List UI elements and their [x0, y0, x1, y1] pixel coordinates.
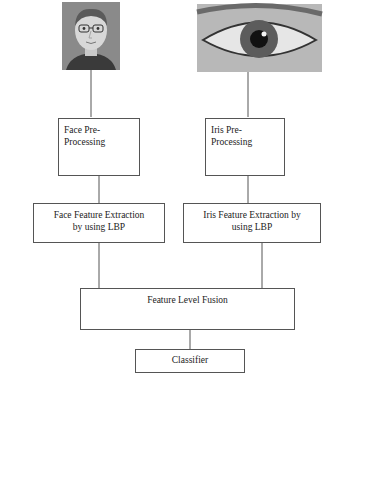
- box-label: Face Feature Extraction by using LBP: [48, 210, 150, 234]
- process-box: Face Feature Extraction by using LBP: [33, 203, 165, 243]
- leader-line: [91, 70, 92, 117]
- process-box: Face Pre-Processing: [58, 118, 140, 176]
- connector: [262, 243, 263, 288]
- mouth: [86, 42, 96, 44]
- connector: [99, 176, 100, 203]
- glasses-bridge: [89, 28, 93, 29]
- photo-ground: [62, 2, 120, 70]
- box-label: Iris Pre-Processing: [211, 125, 279, 149]
- process-box: Classifier: [135, 349, 245, 373]
- hair: [75, 9, 107, 26]
- leader-line: [248, 72, 249, 117]
- process-box: Iris Feature Extraction by using LBP: [183, 203, 321, 243]
- eye-right: [97, 27, 100, 30]
- box-label: Face Pre-Processing: [64, 125, 134, 149]
- process-box: Iris Pre-Processing: [205, 118, 285, 176]
- eye-left: [83, 27, 86, 30]
- eye-photo: [197, 4, 322, 72]
- connector: [248, 176, 249, 203]
- nose: [89, 31, 92, 38]
- box-label: Feature Level Fusion: [89, 295, 286, 307]
- photo-ground: [197, 4, 322, 72]
- process-box: Feature Level Fusion: [80, 288, 295, 330]
- iris: [240, 20, 278, 58]
- glasses-left: [79, 25, 89, 32]
- connector: [190, 330, 191, 349]
- glasses-right: [93, 25, 103, 32]
- box-label: Iris Feature Extraction by using LBP: [202, 210, 302, 234]
- eyebrow: [197, 5, 322, 14]
- pupil: [250, 30, 268, 48]
- box-label: Classifier: [144, 355, 236, 367]
- highlight: [262, 32, 267, 37]
- connector: [99, 243, 100, 288]
- face-photo: [62, 2, 120, 70]
